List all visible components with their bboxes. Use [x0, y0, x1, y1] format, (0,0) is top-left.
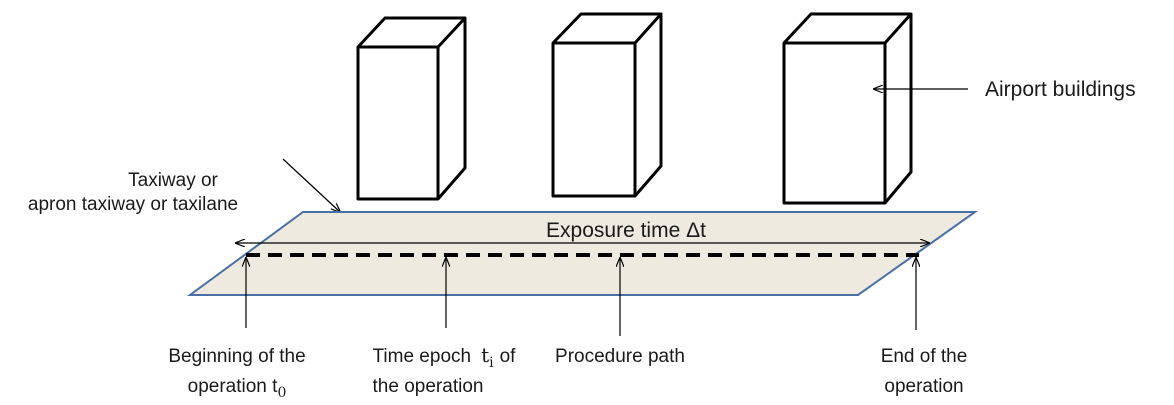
end-label-line1: End of the	[881, 346, 968, 367]
beginning-label-line1: Beginning of the	[168, 346, 305, 367]
taxiway-label-line1: Taxiway or	[128, 170, 218, 191]
end-label-line2: operation	[884, 376, 963, 397]
building-3	[782, 12, 913, 205]
taxiway-arrow	[282, 158, 340, 212]
building-2	[551, 12, 663, 198]
exposure-time-label: Exposure time Δt	[546, 219, 706, 242]
building-1	[356, 16, 467, 201]
epoch-label-line2: the operation	[373, 376, 484, 397]
airport-buildings-label: Airport buildings	[985, 78, 1136, 101]
beginning-label-line2: operation t0	[188, 376, 287, 401]
procedure-path-label: Procedure path	[555, 346, 685, 367]
taxiway-label-line2: apron taxiway or taxilane	[28, 194, 238, 215]
